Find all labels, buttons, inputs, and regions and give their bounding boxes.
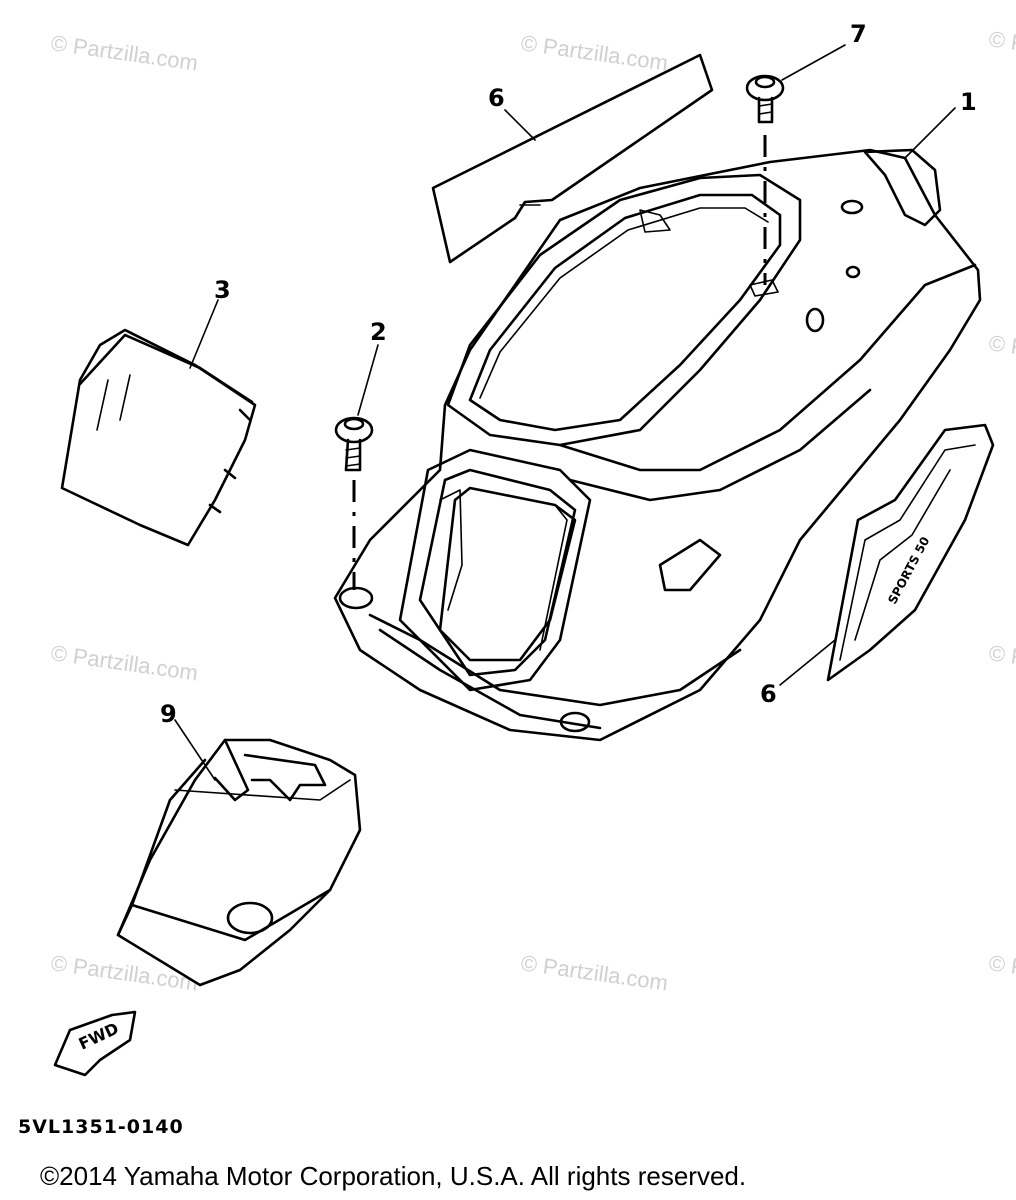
callout-6-side: 6 <box>760 680 777 708</box>
part-6-upper-decal[interactable] <box>431 53 714 264</box>
part-9-lower-tray[interactable] <box>116 738 362 987</box>
part-2-screw[interactable] <box>334 416 374 590</box>
watermark: © Partzilla.com <box>987 640 1016 685</box>
callout-1: 1 <box>960 88 977 116</box>
forward-arrow: FWD <box>53 1010 137 1077</box>
part-6-side-decal[interactable]: SPORTS 50 <box>826 423 995 682</box>
callout-6-upper: 6 <box>488 84 505 112</box>
watermark: © Partzilla.com <box>49 640 199 685</box>
watermark: © Partzilla.com <box>987 26 1016 71</box>
part-3-cover-panel[interactable] <box>60 328 257 547</box>
part-7-screw[interactable] <box>745 74 785 285</box>
copyright-notice: ©2014 Yamaha Motor Corporation, U.S.A. A… <box>40 1161 746 1191</box>
diagram-code: 5VL1351-0140 <box>18 1116 184 1138</box>
watermark: © Partzilla.com <box>987 950 1016 995</box>
watermark: © Partzilla.com <box>987 330 1016 375</box>
callout-7: 7 <box>850 20 867 48</box>
callouts: 1 7 6 3 2 6 9 <box>160 20 977 728</box>
part-1-body-cover[interactable] <box>333 148 982 742</box>
callout-2: 2 <box>370 318 387 346</box>
watermark: © Partzilla.com <box>519 950 669 995</box>
watermark: © Partzilla.com <box>519 30 669 75</box>
watermark: © Partzilla.com <box>49 30 199 75</box>
callout-3: 3 <box>214 276 231 304</box>
callout-9: 9 <box>160 700 177 728</box>
leader-lines <box>174 44 956 781</box>
